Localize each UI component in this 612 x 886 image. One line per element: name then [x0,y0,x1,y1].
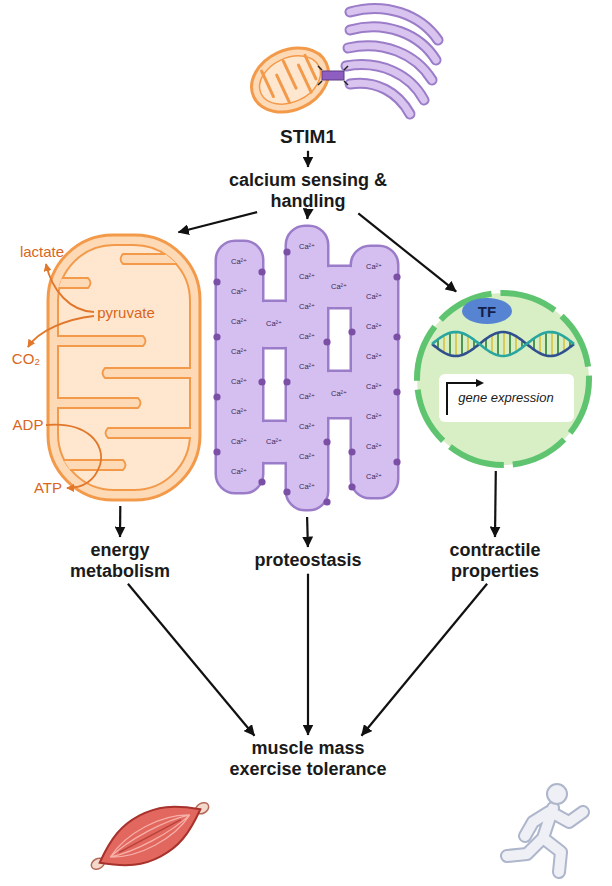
calcium-ion-label: Ca²⁺ [299,243,315,252]
flow-arrow [128,584,255,736]
calcium-ion-label: Ca²⁺ [299,333,315,342]
calcium-ion-label: Ca²⁺ [366,443,382,452]
calcium-ion-label: Ca²⁺ [299,273,315,282]
calcium-ion-label: Ca²⁺ [331,283,347,292]
flow-arrow [178,212,257,232]
flow-arrow [306,214,309,219]
flow-arrow [306,517,309,547]
flow-arrow [119,506,122,537]
nucleus: gene expression TF [414,290,592,468]
metabolite-label: pyruvate [95,304,157,321]
outcome-label: proteostasis [238,550,378,571]
calcium-ion-label: Ca²⁺ [231,408,247,417]
calcium-ion-label: Ca²⁺ [366,353,382,362]
calcium-ion-label: Ca²⁺ [299,423,315,432]
metabolite-label: ATP [34,479,62,496]
flow-arrow [494,471,497,537]
calcium-ion-label: Ca²⁺ [231,348,247,357]
outcome-label: contractile properties [435,540,555,581]
endoplasmic-reticulum: Ca²⁺ Ca²⁺ Ca²⁺ Ca²⁺ Ca²⁺ Ca²⁺ Ca²⁺ Ca²⁺ Ca²⁺ Ca²⁺… [207,222,407,514]
calcium-ion-label: Ca²⁺ [231,258,247,267]
calcium-ion-label: Ca²⁺ [366,263,382,272]
protein-label: STIM1 [258,126,358,148]
transcription-factor: TF [462,298,512,324]
mito-shape [8,233,205,503]
process-label: calcium sensing & handling [228,170,388,211]
muscle-illustration [85,786,215,886]
calcium-ion-label: Ca²⁺ [299,303,315,312]
outcome-label: energy metabolism [60,540,180,581]
calcium-ion-label: Ca²⁺ [299,393,315,402]
calcium-ion-label: Ca²⁺ [331,390,347,399]
flow-arrow [362,584,488,736]
metabolite-label: lactate [20,243,64,260]
calcium-ion-label: Ca²⁺ [299,483,315,492]
calcium-ion-label: Ca²⁺ [231,468,247,477]
result-label-text: muscle mass exercise tolerance [222,738,394,779]
protein-label-text: STIM1 [258,126,358,148]
outcome-label-text: energy metabolism [60,540,180,581]
outcome-label-text: proteostasis [238,550,378,571]
calcium-ion-label: Ca²⁺ [231,318,247,327]
process-label-text: calcium sensing & handling [228,170,388,211]
er-icon [346,8,438,114]
calcium-ion-label: Ca²⁺ [299,453,315,462]
calcium-ion-label: Ca²⁺ [366,413,382,422]
mitochondrion: lactate pyruvateCO₂ ADP ATP [8,233,205,503]
calcium-ion-label: Ca²⁺ [231,288,247,297]
calcium-ion-label: Ca²⁺ [366,293,382,302]
calcium-ion-label: Ca²⁺ [231,438,247,447]
gene-expression-label: gene expression [458,391,553,406]
outcome-label-text: contractile properties [435,540,555,581]
flow-arrow [307,574,309,735]
calcium-ion-label: Ca²⁺ [299,363,315,372]
metabolite-label: CO₂ [12,350,40,367]
calcium-ion-label: Ca²⁺ [366,383,382,392]
calcium-ion-label: Ca²⁺ [366,473,382,482]
metabolite-label: ADP [13,416,44,433]
calcium-ion-label: Ca²⁺ [231,378,247,387]
tf-label: TF [478,303,496,320]
runner-illustration [495,782,605,882]
calcium-ion-label: Ca²⁺ [266,438,282,447]
organelle-contact-illustration [0,0,612,125]
calcium-ion-label: Ca²⁺ [266,320,282,329]
tether-icon [318,66,348,85]
flow-arrow [307,151,309,167]
result-label: muscle mass exercise tolerance [222,738,394,779]
calcium-ion-label: Ca²⁺ [366,323,382,332]
